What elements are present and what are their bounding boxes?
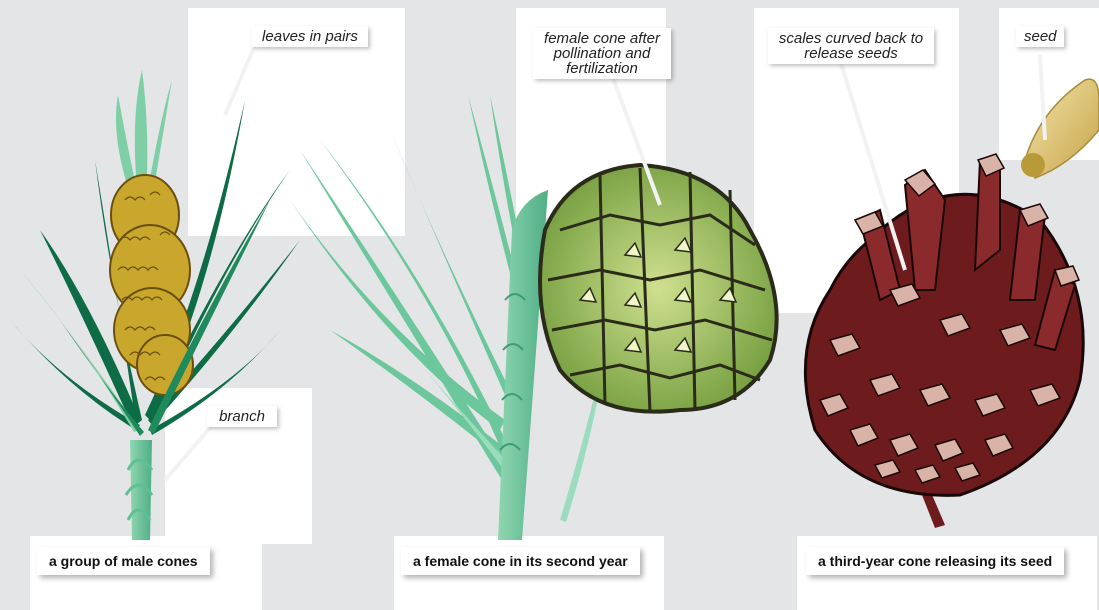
- label-leaves-in-pairs: leaves in pairs: [252, 26, 368, 47]
- caption-male-cones: a group of male cones: [37, 547, 210, 575]
- male-cones-illustration: [10, 45, 300, 540]
- label-seed: seed: [1016, 26, 1064, 47]
- label-scales-curved-back: scales curved back to release seeds: [768, 28, 934, 64]
- seed-illustration: [1021, 55, 1099, 178]
- label-female-cone-after: female cone after pollination and fertil…: [533, 28, 671, 79]
- male-cone-cluster: [110, 175, 193, 395]
- caption-third-year-cone: a third-year cone releasing its seed: [806, 547, 1064, 575]
- female-cone-illustration: [290, 70, 777, 540]
- pointer-leaves: [225, 45, 255, 115]
- label-branch: branch: [207, 406, 277, 427]
- caption-female-cone: a female cone in its second year: [401, 547, 640, 575]
- female-needles: [290, 95, 535, 485]
- pointer-branch: [165, 422, 215, 480]
